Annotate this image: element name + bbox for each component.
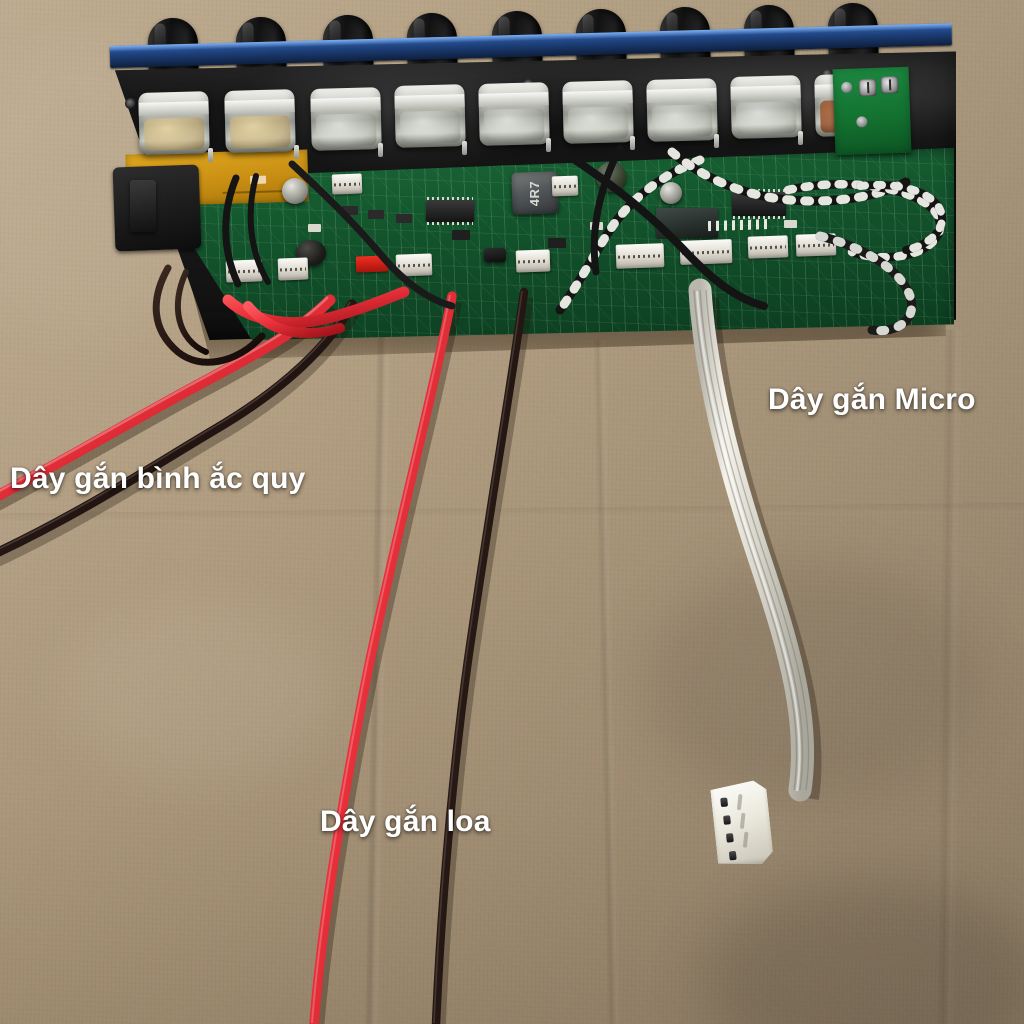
connector-pin-4 bbox=[729, 851, 737, 861]
amplifier-ic-2 bbox=[732, 189, 786, 219]
pot-face bbox=[229, 115, 291, 149]
smd-cap-2 bbox=[590, 222, 603, 230]
pot-face bbox=[315, 113, 377, 147]
pot-face bbox=[567, 106, 629, 140]
dc-jack-housing bbox=[112, 164, 202, 252]
label-speaker-wire: Dây gắn loa bbox=[320, 805, 491, 838]
pot-leg-4 bbox=[462, 141, 467, 155]
connector-pin-3 bbox=[726, 833, 734, 843]
smd-resistor-2 bbox=[368, 210, 384, 219]
connector-j1[interactable] bbox=[225, 259, 263, 283]
connector-rib-3 bbox=[743, 832, 749, 848]
pot-band bbox=[310, 97, 381, 112]
terminal-pad-2 bbox=[856, 116, 868, 128]
smd-resistor-4 bbox=[452, 230, 470, 240]
label-microphone-wire: Dây gắn Micro bbox=[768, 383, 976, 416]
smd-cap-1 bbox=[308, 224, 321, 232]
pot-face bbox=[483, 108, 545, 142]
pot-face bbox=[399, 110, 461, 144]
connector-j7-ribbon[interactable] bbox=[679, 239, 733, 265]
amplifier-ic-1 bbox=[426, 197, 474, 225]
pot-band bbox=[562, 90, 633, 105]
smd-transistor-1 bbox=[484, 248, 506, 262]
smd-resistor-3 bbox=[396, 214, 412, 223]
dc-jack-body bbox=[130, 180, 156, 232]
terminal-pad bbox=[840, 81, 853, 94]
terminal-screw-2[interactable] bbox=[880, 76, 899, 94]
terminal-screw-1[interactable] bbox=[858, 78, 877, 97]
connector-j11[interactable] bbox=[551, 175, 579, 197]
connector-pin-2 bbox=[723, 815, 731, 825]
potentiometer-8[interactable] bbox=[730, 75, 802, 139]
microphone-connector[interactable] bbox=[710, 779, 774, 868]
pot-leg-1 bbox=[208, 148, 213, 162]
connector-rib-1 bbox=[737, 794, 743, 810]
potentiometer-2[interactable] bbox=[224, 89, 296, 153]
pot-band bbox=[138, 101, 209, 116]
connector-j9[interactable] bbox=[795, 233, 837, 257]
pot-leg-7 bbox=[714, 134, 719, 148]
electrolytic-cap-2 bbox=[596, 162, 626, 192]
electrolytic-cap-1 bbox=[282, 178, 308, 204]
potentiometer-7[interactable] bbox=[646, 78, 718, 142]
connector-j8[interactable] bbox=[747, 235, 789, 259]
potentiometer-1[interactable] bbox=[138, 91, 210, 155]
pot-face bbox=[143, 117, 205, 151]
smd-resistor-5 bbox=[548, 238, 566, 248]
pot-band bbox=[478, 92, 549, 107]
pot-leg-5 bbox=[546, 138, 551, 152]
pot-leg-6 bbox=[630, 136, 635, 150]
pot-leg-3 bbox=[378, 143, 383, 157]
amplifier-board: 4R7 bbox=[96, 2, 960, 360]
connector-j5[interactable] bbox=[515, 249, 551, 273]
pot-band bbox=[646, 88, 717, 103]
label-battery-wire: Dây gắn bình ắc quy bbox=[10, 462, 306, 495]
smd-cap-3 bbox=[784, 220, 797, 228]
potentiometer-4[interactable] bbox=[394, 84, 466, 148]
pot-face bbox=[735, 101, 797, 135]
connector-j4-red[interactable] bbox=[355, 255, 389, 273]
pot-face bbox=[651, 104, 713, 138]
potentiometer-6[interactable] bbox=[562, 80, 634, 144]
potentiometer-3[interactable] bbox=[310, 87, 382, 151]
pot-band bbox=[730, 85, 801, 100]
connector-j3[interactable] bbox=[395, 253, 433, 277]
cardboard-blotch-1 bbox=[60, 600, 340, 780]
connector-pin-1 bbox=[720, 797, 728, 807]
potentiometer-5[interactable] bbox=[478, 82, 550, 146]
pot-band bbox=[224, 99, 295, 114]
connector-rib-2 bbox=[740, 813, 746, 829]
connector-j6[interactable] bbox=[615, 243, 665, 269]
daughter-board-pad-2 bbox=[249, 175, 267, 185]
pot-leg-2 bbox=[294, 145, 299, 159]
electrolytic-cap-3 bbox=[660, 182, 682, 204]
connector-j10[interactable] bbox=[331, 173, 363, 195]
pot-leg-8 bbox=[798, 131, 803, 145]
connector-j2[interactable] bbox=[277, 257, 309, 281]
faceplate-screw-left bbox=[125, 98, 136, 109]
inductor-marking: 4R7 bbox=[527, 180, 543, 206]
speaker-terminal-block[interactable] bbox=[832, 66, 912, 156]
pot-band bbox=[394, 94, 465, 109]
smd-resistor-1 bbox=[342, 206, 358, 215]
cardboard-blotch-2 bbox=[640, 560, 980, 800]
